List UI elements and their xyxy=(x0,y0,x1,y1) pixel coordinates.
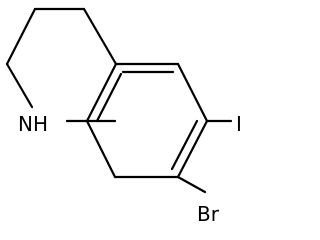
atom-label-bromine: Br xyxy=(197,202,220,225)
bond-c8a-c4a xyxy=(85,62,118,123)
bond-c5-c6 xyxy=(176,62,209,123)
chemical-structure-diagram: NH I Br xyxy=(5,7,242,225)
bond-c6-c7 xyxy=(176,119,209,179)
bond-c2-n1 xyxy=(5,62,34,109)
atom-label-iodine: I xyxy=(236,112,242,136)
bond-c8a-c4a-inner xyxy=(95,72,123,123)
saturated-ring xyxy=(5,7,118,123)
bond-c3-c2 xyxy=(5,7,37,66)
bond-c6-c7-inner xyxy=(170,119,199,171)
bond-c7-bromine xyxy=(176,175,207,194)
atom-label-nh: NH xyxy=(18,112,48,136)
bond-c8-c8a xyxy=(85,119,117,179)
bond-c4a-c4 xyxy=(82,7,118,66)
aromatic-ring xyxy=(85,62,209,179)
